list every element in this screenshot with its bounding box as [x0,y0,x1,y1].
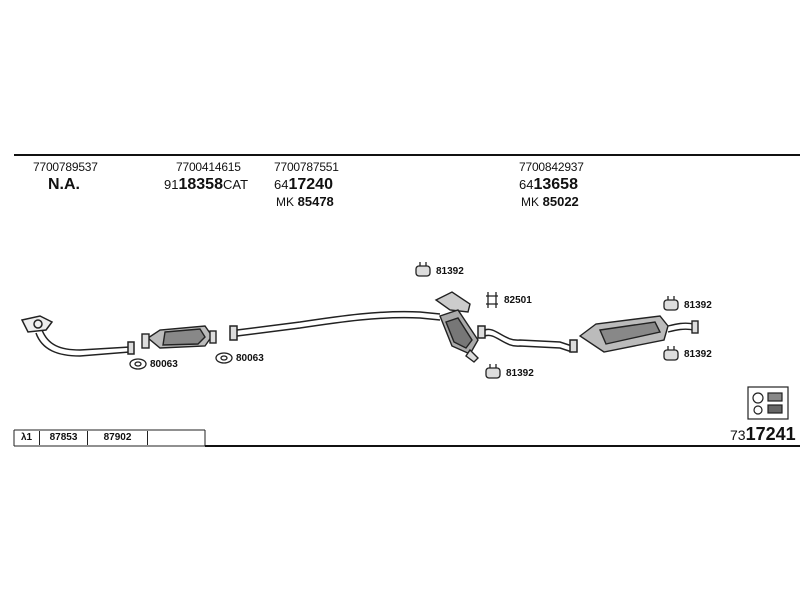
part-4-mk: MK 85022 [521,194,579,209]
clamp-icon [486,292,498,308]
center-silencer [434,291,479,363]
part-3-mk: MK 85478 [276,194,334,209]
gasket-icon-1 [129,358,147,370]
front-pipe [20,315,135,357]
document-number: 7317241 [730,424,796,445]
hanger-right-top-icon [663,296,679,311]
hanger-bottom-icon [485,364,501,379]
rear-silencer [578,315,699,353]
intermediate-pipe [229,310,441,341]
gasket-1-label: 80063 [150,359,178,370]
hanger-right-bottom-icon [663,346,679,361]
part-1-code: N.A. [48,176,80,193]
part-4-mk-prefix: MK [521,195,539,209]
part-2-main-number: 18358 [178,176,223,193]
part-3-main-number: 17240 [288,176,333,193]
lambda-sensor-1: 87853 [40,431,88,445]
hanger-top-icon [415,262,431,277]
part-3-mk-prefix: MK [276,195,294,209]
part-4-prefix: 64 [519,177,534,192]
hanger-top-label: 81392 [436,266,464,277]
part-2-oem-number: 7700414615 [176,160,241,174]
hanger-right-bottom-label: 81392 [684,349,712,360]
gasket-icon-2 [215,352,233,364]
part-4-mk-number: 85022 [542,194,579,209]
clamp-label: 82501 [504,295,532,306]
part-4-code: 6413658 [519,176,578,194]
part-2-suffix: CAT [222,177,249,192]
gasket-2-label: 80063 [236,353,264,364]
document-number-main: 17241 [745,424,796,444]
part-3-oem-number: 7700787551 [274,160,339,174]
document-number-prefix: 73 [730,427,746,443]
hanger-right-top-label: 81392 [684,300,712,311]
part-2-code: 9118358CAT [164,176,248,194]
part-3-mk-number: 85478 [297,194,334,209]
part-4-oem-number: 7700842937 [519,160,584,174]
lambda-symbol: λ1 [14,431,40,445]
rear-pipe [477,325,578,353]
fitting-kit-icon [747,386,789,420]
part-4-main-number: 13658 [533,176,578,193]
part-1-oem-number: 7700789537 [33,160,98,174]
hanger-bottom-label: 81392 [506,368,534,379]
part-3-code: 6417240 [274,176,333,194]
catalytic-converter [141,325,217,349]
part-2-prefix: 91 [164,177,179,192]
lambda-sensor-2: 87902 [88,431,148,445]
part-3-prefix: 64 [274,177,289,192]
